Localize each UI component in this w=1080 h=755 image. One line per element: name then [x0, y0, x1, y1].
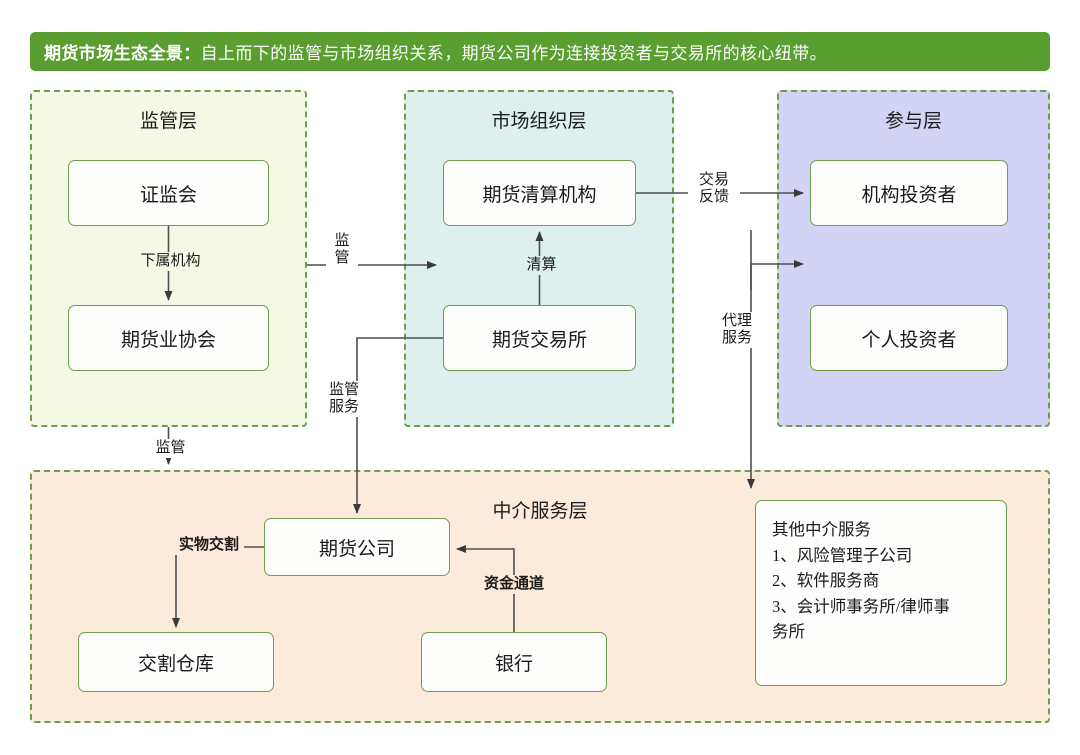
- edge-label-agency-service: 代理 服务: [718, 312, 756, 348]
- title-rest: 自上而下的监管与市场组织关系，期货公司作为连接投资者与交易所的核心纽带。: [200, 44, 828, 63]
- layer-participant: 参与层: [777, 90, 1050, 427]
- edge-label-physical-delivery: 实物交割: [174, 536, 244, 555]
- title-strong: 期货市场生态全景：: [44, 44, 201, 63]
- edge-label-trade-feedback-line2: 反馈: [698, 188, 729, 205]
- layer-participant-title: 参与层: [884, 111, 942, 132]
- node-other-intermediary-services[interactable]: 其他中介服务 1、风险管理子公司 2、软件服务商 3、会计师事务所/律师事 务所: [755, 500, 1007, 686]
- node-delivery-warehouse-label: 交割仓库: [137, 653, 214, 675]
- edge-label-subordinate: 下属机构: [118, 252, 223, 271]
- node-delivery-warehouse[interactable]: 交割仓库: [78, 632, 274, 692]
- other-services-item-1: 1、风险管理子公司: [772, 545, 913, 565]
- edge-label-agency-service-line2: 服务: [721, 329, 752, 346]
- edge-label-trade-feedback-line1: 交易: [698, 172, 729, 188]
- node-institutional-investor-label: 机构投资者: [861, 184, 957, 206]
- node-futures-association[interactable]: 期货业协会: [68, 305, 269, 371]
- edge-label-fund-channel: 资金通道: [479, 575, 549, 594]
- other-services-heading: 其他中介服务: [772, 520, 871, 539]
- edge-label-supervise-short: 监管: [139, 439, 202, 458]
- node-institutional-investor[interactable]: 机构投资者: [810, 160, 1008, 226]
- edge-label-supervise-line1: 监: [334, 233, 350, 249]
- node-individual-investor-label: 个人投资者: [861, 329, 957, 351]
- edge-label-clearing: 清算: [507, 256, 576, 275]
- layer-market-organization-title: 市场组织层: [491, 111, 587, 132]
- edge-label-trade-feedback: 交易 反馈: [688, 171, 740, 207]
- node-individual-investor[interactable]: 个人投资者: [810, 305, 1008, 371]
- node-futures-association-label: 期货业协会: [120, 329, 216, 351]
- node-bank[interactable]: 银行: [421, 632, 607, 692]
- other-services-item-3: 3、会计师事务所/律师事: [772, 596, 950, 616]
- edge-label-supervise-service: 监管 服务: [325, 381, 363, 417]
- node-clearing-house-label: 期货清算机构: [482, 184, 597, 206]
- layer-intermediary-service-title: 中介服务层: [492, 501, 588, 522]
- edge-label-supervise: 监 管: [326, 232, 358, 268]
- layer-regulatory-title: 监管层: [139, 111, 197, 132]
- node-csrc[interactable]: 证监会: [68, 160, 269, 226]
- other-services-item-4: 务所: [772, 622, 805, 642]
- node-csrc-label: 证监会: [139, 184, 197, 206]
- other-services-item-2: 2、软件服务商: [772, 571, 880, 591]
- edge-label-agency-service-line1: 代理: [721, 313, 752, 329]
- node-clearing-house[interactable]: 期货清算机构: [443, 160, 636, 226]
- node-futures-company[interactable]: 期货公司: [264, 518, 450, 576]
- node-futures-exchange[interactable]: 期货交易所: [443, 305, 636, 371]
- edge-label-supervise-line2: 管: [334, 249, 350, 266]
- node-futures-exchange-label: 期货交易所: [491, 329, 587, 351]
- edge-label-supervise-service-line1: 监管: [328, 382, 359, 398]
- node-bank-label: 银行: [494, 653, 533, 675]
- node-futures-company-label: 期货公司: [318, 538, 395, 560]
- edge-label-supervise-service-line2: 服务: [328, 398, 359, 415]
- diagram-title-banner: 期货市场生态全景：自上而下的监管与市场组织关系，期货公司作为连接投资者与交易所的…: [30, 32, 1050, 71]
